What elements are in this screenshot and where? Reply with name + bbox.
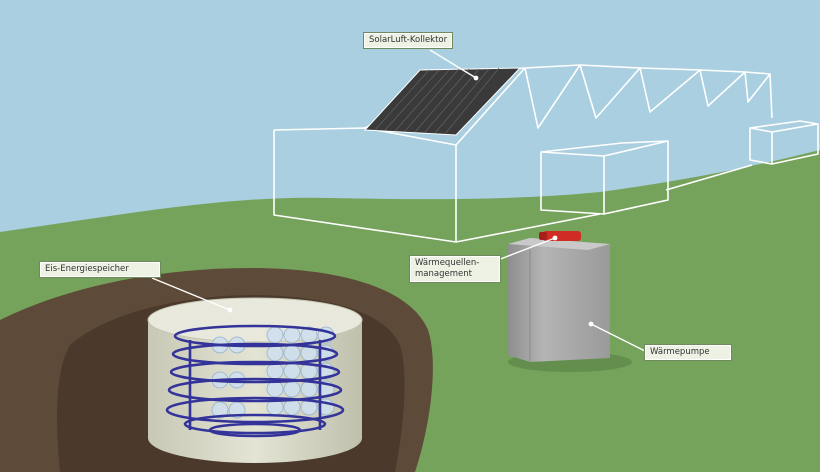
label-solar-collector: SolarLuft-Kollektor bbox=[364, 33, 453, 48]
label-management-line1: Wärmequellen- bbox=[415, 258, 480, 268]
solar-collector-panel bbox=[363, 67, 522, 136]
heat-pump-unit bbox=[508, 231, 632, 372]
leader-lines bbox=[151, 49, 646, 352]
label-heat-source-management: Wärmequellen- management bbox=[410, 256, 500, 282]
label-management-line2: management bbox=[415, 269, 472, 279]
label-ice-storage: Eis-Energiespeicher bbox=[40, 262, 160, 277]
greenhouse-outline bbox=[273, 64, 819, 243]
ice-storage-tank bbox=[147, 297, 363, 463]
leader-dots bbox=[227, 75, 594, 327]
label-heat-pump: Wärmepumpe bbox=[645, 345, 731, 360]
